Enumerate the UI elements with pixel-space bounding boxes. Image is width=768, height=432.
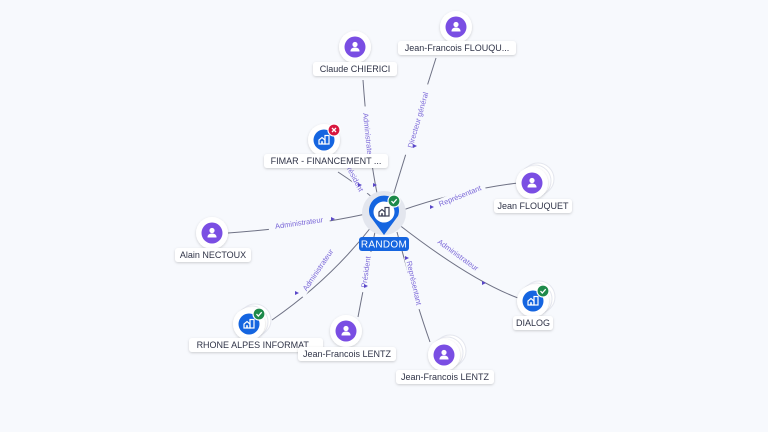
node-jf-flouquet[interactable]: Jean-Francois FLOUQU... [398, 11, 516, 55]
node-label: Claude CHIERICI [320, 64, 391, 74]
person-icon [350, 41, 360, 52]
edge-label-group: Administrateur [430, 232, 486, 277]
edge-label-bg [296, 241, 339, 298]
nodes-layer: Claude CHIERICI Jean-Francois FLOUQU... FI… [175, 11, 572, 384]
edge-label-bg [267, 213, 330, 232]
check-icon [536, 284, 550, 298]
node-label-bg [298, 347, 396, 361]
node-label-bg [396, 370, 494, 384]
edge-label-group: Administrateur [267, 213, 330, 232]
edge-label-bg [430, 232, 486, 277]
edge-label-bg [433, 181, 487, 210]
edge-jf-flouquet: Directeur général [392, 57, 437, 197]
node-dialog[interactable]: DIALOG [513, 280, 556, 330]
check-icon [252, 307, 266, 321]
edge-alain-nectoux: Administrateur [227, 213, 367, 234]
node-label: RHONE ALPES INFORMAT... [197, 340, 316, 350]
edge-label: Représentant [405, 260, 424, 307]
building-icon [243, 318, 255, 329]
center-label: RANDOM [361, 240, 407, 251]
edge-label: Administrateur [274, 215, 324, 231]
edge-label-bg [358, 251, 373, 293]
edge-label-group: Directeur général [403, 83, 433, 157]
edge-arrow-icon [358, 183, 362, 187]
edge-label-group: Représentant [433, 181, 487, 210]
edge-label-group: Président [358, 251, 373, 293]
edge-line [397, 223, 519, 299]
edge-label-bg [404, 255, 425, 310]
center-disc [373, 201, 395, 223]
edge-arrow-icon [405, 256, 409, 260]
node-fimar[interactable]: FIMAR - FINANCEMENT ... [264, 123, 388, 168]
person-icon [207, 227, 217, 238]
edge-label: Administrateur [301, 247, 336, 293]
edge-label: Administrateur [436, 237, 481, 273]
node-label: DIALOG [516, 318, 550, 328]
edge-label: Directeur général [406, 91, 431, 149]
node-label-bg [175, 248, 251, 262]
node-label: Jean-Francois LENTZ [303, 349, 392, 359]
center-node[interactable]: RANDOM [359, 191, 409, 251]
edge-line [271, 225, 373, 321]
edge-label-bg [403, 83, 433, 157]
edge-label: Représentant [437, 183, 483, 209]
edge-arrow-icon [295, 291, 299, 295]
node-label-bg [264, 154, 388, 168]
person-icon [527, 177, 537, 188]
edge-arrow-icon [482, 281, 486, 285]
building-icon [527, 295, 539, 306]
building-icon [318, 134, 330, 145]
close-icon [327, 123, 341, 137]
node-label-bg [313, 62, 397, 76]
node-rhone-alpes[interactable]: RHONE ALPES INFORMAT... [189, 303, 323, 352]
person-icon [439, 349, 449, 360]
edge-arrow-icon [364, 284, 368, 288]
node-label: Jean-Francois LENTZ [401, 372, 490, 382]
node-claude-chierici[interactable]: Claude CHIERICI [313, 31, 397, 76]
node-disc [522, 290, 544, 312]
building-icon [378, 206, 390, 217]
node-jf-lentz-1[interactable]: Jean-Francois LENTZ [298, 315, 396, 361]
edge-arrow-icon [430, 205, 434, 209]
center-label-bg [359, 237, 409, 251]
edge-label: Président [359, 255, 372, 289]
node-alain-nectoux[interactable]: Alain NECTOUX [175, 217, 251, 262]
node-jf-lentz-2[interactable]: Jean-Francois LENTZ [396, 334, 494, 384]
node-label-bg [494, 199, 572, 213]
node-disc [313, 129, 335, 151]
node-jean-flouquet[interactable]: Jean FLOUQUET [494, 162, 572, 213]
edge-label-bg [360, 105, 377, 168]
node-label: Jean-Francois FLOUQU... [405, 43, 510, 53]
node-label-bg [398, 41, 516, 55]
edge-claude-chierici: Administrateur [360, 79, 379, 199]
node-disc [238, 313, 260, 335]
node-label: Alain NECTOUX [180, 250, 246, 260]
node-label: FIMAR - FINANCEMENT ... [271, 156, 382, 166]
edge-arrow-icon [373, 183, 377, 187]
node-label: Jean FLOUQUET [497, 201, 569, 211]
person-icon [451, 21, 461, 32]
edge-label-group: Représentant [404, 255, 425, 310]
edge-arrow-icon [413, 144, 417, 148]
node-label-bg [513, 316, 553, 330]
edge-rhone-alpes: Administrateur [271, 225, 373, 321]
edge-arrow-icon [331, 217, 335, 221]
check-icon [387, 194, 401, 208]
person-icon [341, 325, 351, 336]
node-label-bg [189, 338, 323, 352]
